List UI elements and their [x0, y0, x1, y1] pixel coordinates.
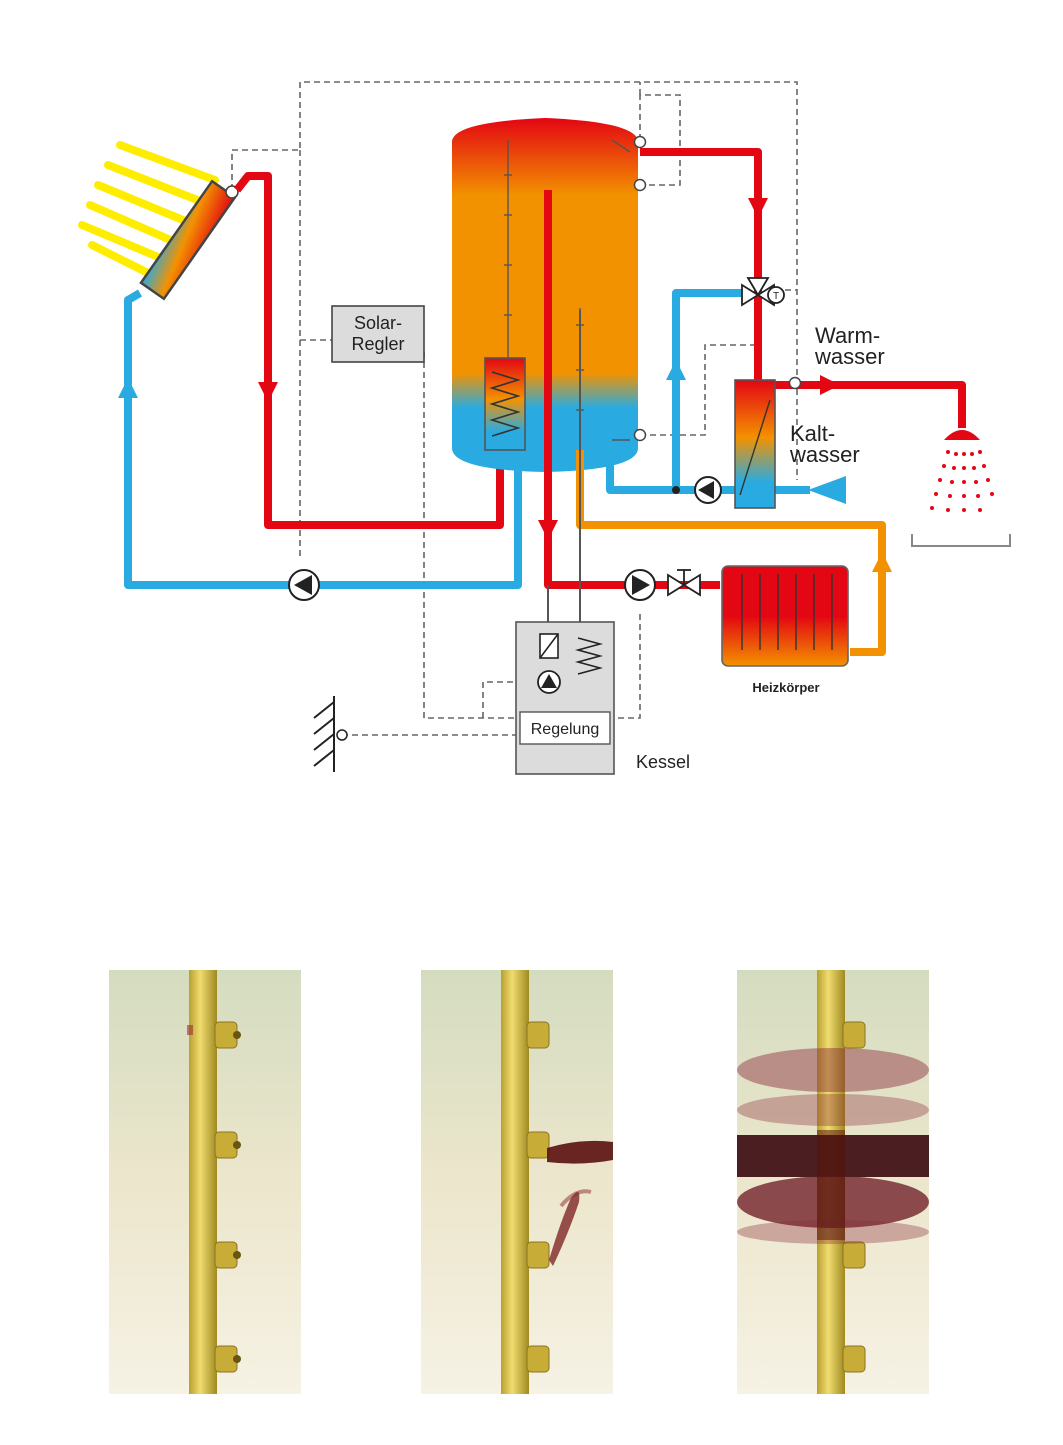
mixing-valve-icon: T: [741, 277, 785, 307]
solar-regler-label-1: Solar-: [354, 313, 402, 333]
kaltwasser-label-1: Kalt-: [790, 421, 835, 446]
solar-regler-label-2: Regler: [351, 334, 404, 354]
heating-pipes: [544, 190, 886, 656]
solar-controller: Solar- Regler: [331, 305, 425, 363]
flow-arrow-right-icon: [820, 375, 840, 395]
solar-collector: [139, 179, 239, 301]
solar-circuit-pipes: [124, 172, 522, 589]
kessel-label: Kessel: [636, 752, 690, 772]
radiator-valve-icon: [667, 569, 701, 597]
stratification-photo-3: [737, 970, 929, 1394]
flow-arrow-down-icon-2: [538, 520, 558, 540]
outdoor-sensor: [313, 696, 348, 772]
collector-sensor-icon: [225, 185, 239, 199]
flow-arrow-up-icon: [118, 378, 138, 398]
heating-pump-icon: [624, 569, 656, 601]
warmwasser-label-1: Warm-: [815, 323, 880, 348]
svg-text:T: T: [773, 291, 779, 302]
flow-arrow-down-icon: [258, 382, 278, 402]
shower-icon: [911, 430, 1011, 547]
warmwasser-label-2: wasser: [814, 344, 885, 369]
regelung-label: Regelung: [531, 721, 600, 738]
flow-arrow-up-icon-2: [872, 552, 892, 572]
solar-heating-diagram: Solar- Regler: [78, 81, 1011, 775]
stratification-photo-1: [109, 970, 301, 1394]
flow-arrow-down-icon-3: [748, 198, 768, 218]
kaltwasser-label-2: wasser: [789, 442, 860, 467]
solar-pump-icon: [288, 569, 320, 601]
hot-water-pipes: [606, 148, 966, 494]
flow-arrow-up-icon-3: [666, 360, 686, 380]
boiler: Regelung Kessel: [515, 621, 690, 775]
fresh-water-pump-icon: [694, 476, 722, 504]
heizkoerper-label: Heizkörper: [752, 680, 819, 695]
fresh-water-station: [734, 376, 802, 509]
cold-water-inlet-icon: [808, 476, 846, 504]
radiator: Heizkörper: [721, 565, 849, 695]
stratification-photo-2: [421, 970, 613, 1394]
